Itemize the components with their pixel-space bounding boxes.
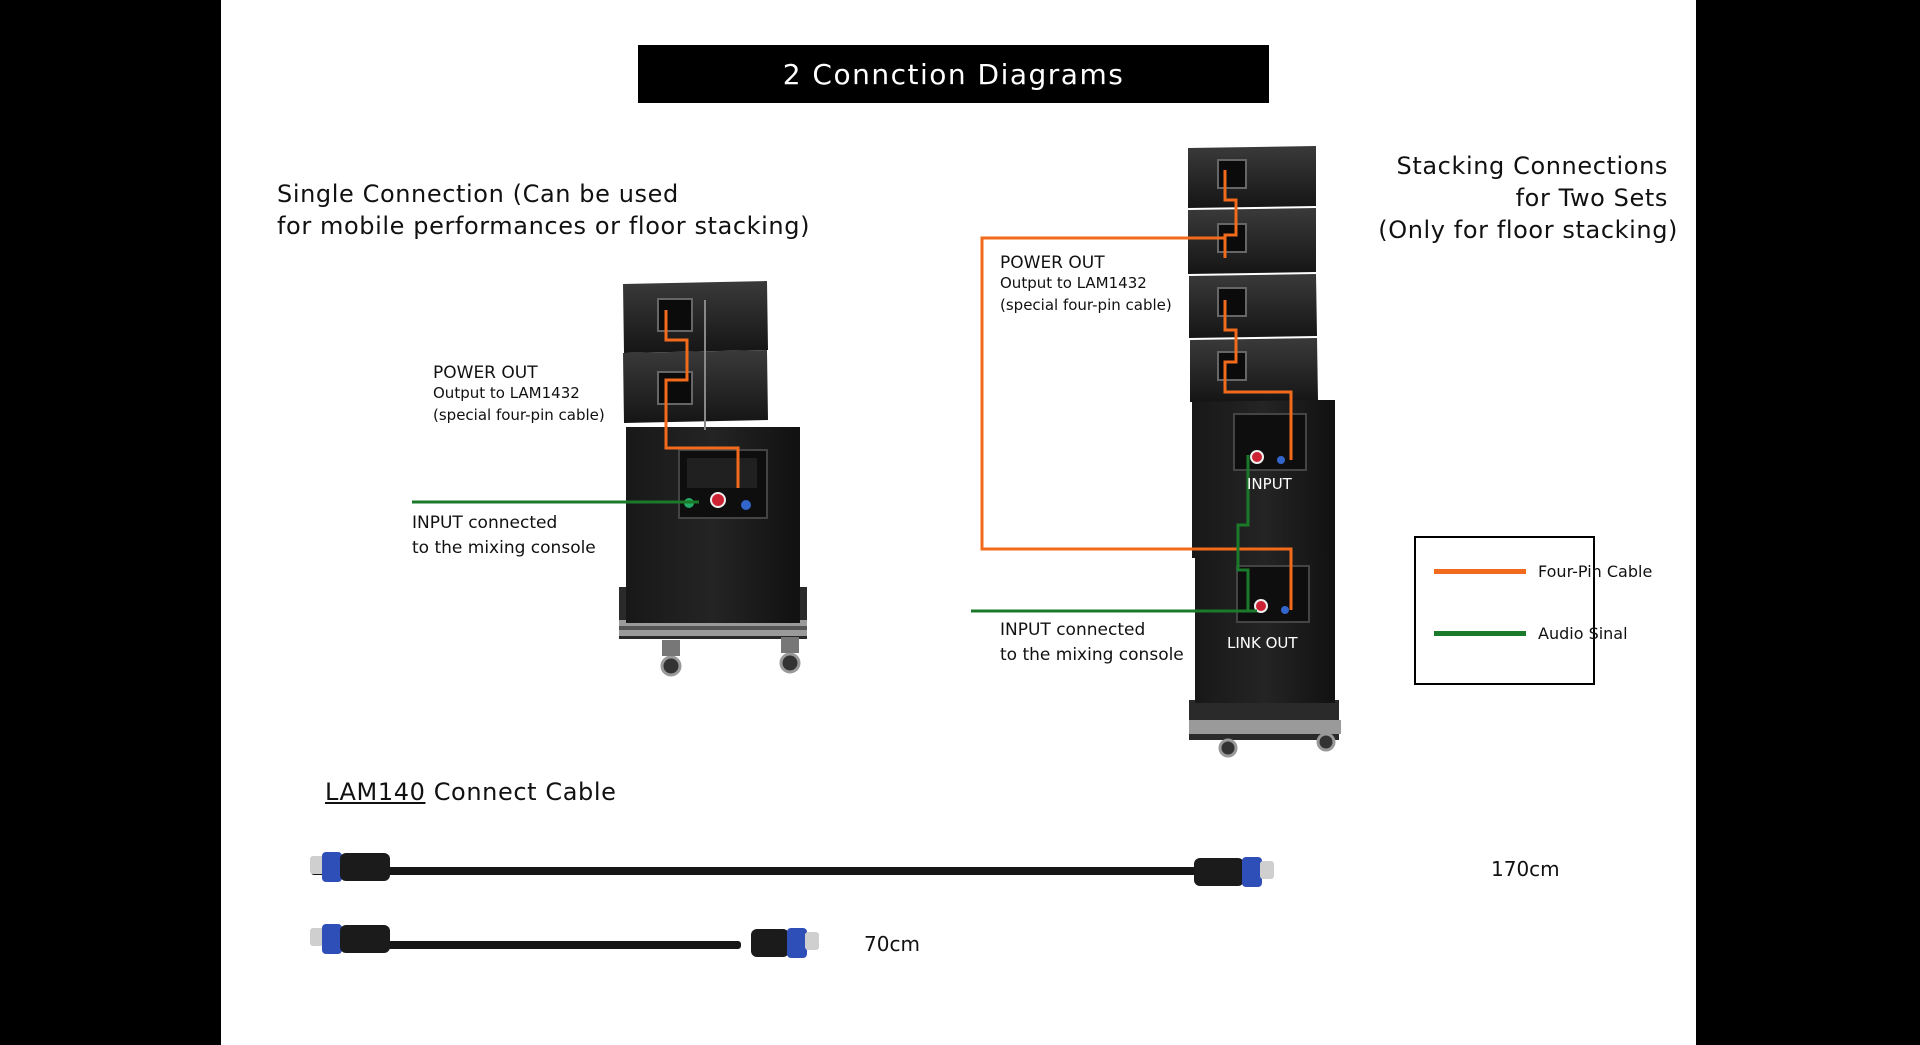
stacking-line-array (1188, 146, 1318, 402)
diagram-artwork (310, 146, 1341, 958)
stacking-heading-line2: for Two Sets (1515, 184, 1668, 212)
stacking-stack (971, 146, 1341, 758)
cable-short-length: 70cm (864, 932, 920, 956)
cable-long-length: 170cm (1491, 857, 1560, 881)
single-heading-line2: for mobile performances or floor stackin… (277, 212, 811, 240)
stacking-audio-link-wire (1236, 455, 1250, 610)
single-power-out-line3: (special four-pin cable) (433, 406, 605, 424)
legend-swatch-audio (1434, 631, 1526, 636)
stacking-four-pin-wire-long (980, 236, 1293, 610)
page-title: 2 Connction Diagrams (782, 57, 1125, 91)
single-four-pin-wire (664, 310, 740, 488)
single-input-line1: INPUT connected (412, 513, 558, 533)
cables-heading-rest: Connect Cable (425, 778, 617, 806)
title-bar: 2 Connction Diagrams (638, 45, 1269, 103)
single-power-out-label: POWER OUT (433, 363, 538, 383)
stacking-four-pin-wire-b (1223, 300, 1293, 460)
cable-long (310, 852, 1274, 887)
single-heading-line1: Single Connection (Can be used (277, 180, 679, 208)
stacking-power-out-line3: (special four-pin cable) (1000, 296, 1172, 314)
legend: Four-Pin Cable Audio Sinal (1414, 536, 1652, 685)
legend-item-four-pin: Four-Pin Cable (1434, 562, 1652, 581)
single-stack (412, 281, 807, 677)
legend-label-four-pin: Four-Pin Cable (1538, 562, 1653, 581)
cables-heading-model: LAM140 (325, 778, 426, 806)
cable-short (310, 924, 819, 958)
cables-heading: LAM140 Connect Cable (325, 776, 617, 808)
stacking-input-line2: to the mixing console (1000, 645, 1184, 665)
slide: 2 Connction Diagrams (221, 0, 1696, 1045)
stacking-input-line1: INPUT connected (1000, 620, 1146, 640)
stacking-power-out-line2: Output to LAM1432 (1000, 274, 1147, 292)
legend-item-audio: Audio Sinal (1434, 624, 1628, 643)
stacking-heading-line3: (Only for floor stacking) (1378, 216, 1678, 244)
stacking-heading-line1: Stacking Connections (1396, 152, 1668, 180)
single-power-out-line2: Output to LAM1432 (433, 384, 580, 402)
legend-swatch-four-pin (1434, 569, 1526, 574)
legend-label-audio: Audio Sinal (1538, 624, 1628, 643)
stacking-link-out-label: LINK OUT (1227, 634, 1298, 652)
stacking-input-label: INPUT (1247, 475, 1292, 493)
single-line-array-top (623, 281, 768, 430)
single-input-line2: to the mixing console (412, 538, 596, 558)
stacking-power-out-label: POWER OUT (1000, 253, 1105, 273)
